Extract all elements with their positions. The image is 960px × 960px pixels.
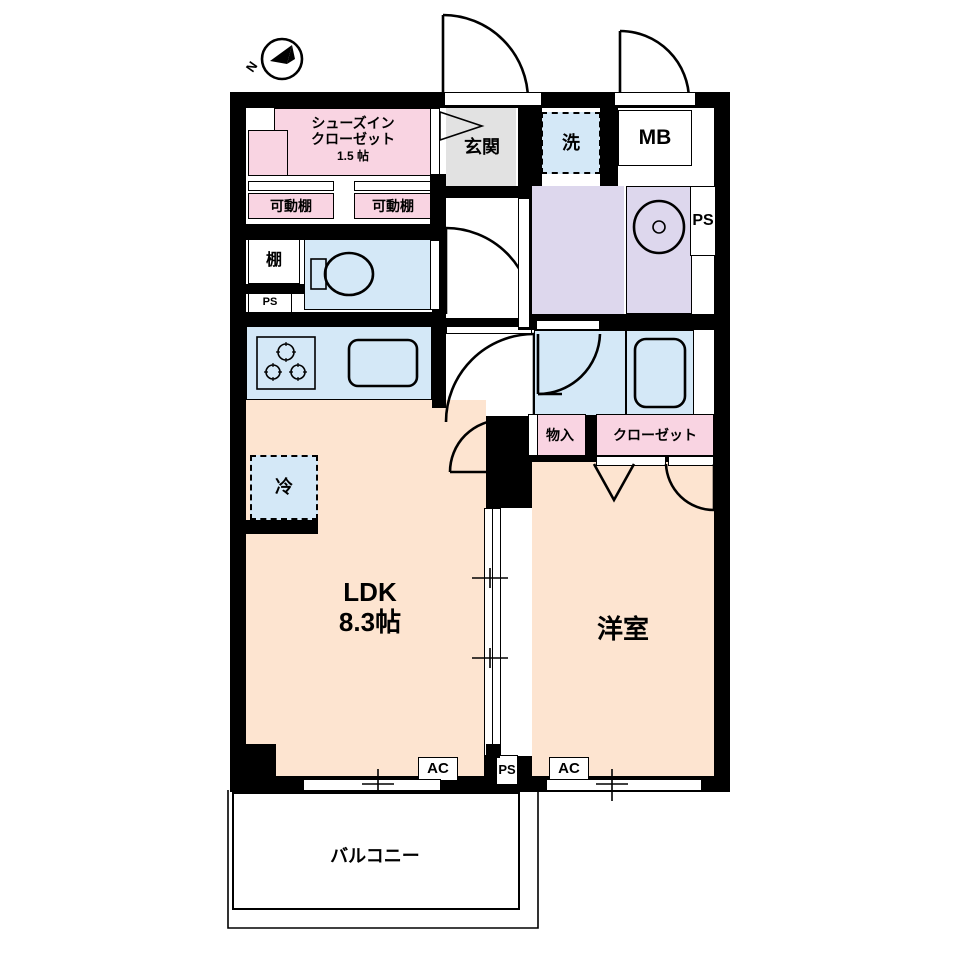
storage-shelf-1: 可動棚 — [248, 193, 334, 219]
storage-shelf-2-label: 可動棚 — [372, 197, 414, 214]
fixture-ac-left-label: AC — [427, 760, 449, 778]
balcony-outer-edge — [227, 790, 539, 929]
fixture-meter-box-label: MB — [638, 125, 672, 149]
kitchen-sink-icon — [347, 338, 419, 388]
window-ldk — [303, 779, 441, 791]
room-bedroom-fill — [532, 462, 714, 776]
wall-kitchen-top — [246, 312, 446, 326]
kitchen-stove-icon — [256, 336, 316, 390]
wall-genkan-bottom — [446, 186, 532, 198]
entry-door-opening-left[interactable] — [444, 92, 542, 106]
wall-kitchen-counter-end — [230, 520, 318, 534]
fixture-ps-right-label: PS — [692, 211, 714, 229]
toilet-fixture-icon — [310, 251, 375, 297]
wall-washroom-top2 — [600, 108, 618, 186]
toilet-door-panel[interactable] — [430, 240, 440, 310]
shelf-rail-2 — [354, 181, 432, 191]
genkan-step-arrow-icon — [439, 110, 485, 142]
fixture-ac-right: AC — [549, 757, 589, 781]
wall-toilet-top — [246, 224, 446, 240]
window-bedroom — [546, 779, 702, 791]
wall-ldk-right-stub — [486, 744, 500, 758]
storage-tana: 棚 — [248, 238, 300, 284]
washroom-sliding-door[interactable] — [518, 198, 530, 328]
fixture-ps-left: PS — [248, 291, 292, 313]
storage-tana-label: 棚 — [265, 251, 282, 269]
wall-right — [714, 92, 730, 792]
room-balcony — [232, 792, 520, 910]
wall-partition-top — [486, 474, 532, 508]
storage-closet-label: クローゼット — [613, 426, 697, 443]
wall-left — [230, 92, 246, 792]
room-label-ldk: LDK 8.3帖 — [300, 577, 440, 638]
fixture-washing-machine: 洗 — [541, 112, 601, 174]
storage-shoes-in-closet-joint — [272, 131, 280, 175]
storage-mono-ire-label: 物入 — [546, 426, 574, 443]
partition-mark-upper — [472, 568, 508, 588]
kitchen-counter — [246, 326, 432, 400]
sic-line2: クローゼット — [311, 131, 395, 148]
bathtub-icon — [633, 337, 687, 409]
sic-line1: シューズイン — [311, 115, 395, 131]
room-label-ldk-area: 8.3帖 — [338, 606, 402, 637]
room-label-balcony: バルコニー — [330, 846, 420, 866]
storage-closet: クローゼット — [596, 414, 714, 456]
window-bedroom-mullion — [596, 769, 628, 801]
room-washroom — [532, 186, 624, 314]
wall-ldk-lower-left-jog — [246, 744, 276, 776]
entry-door-swing-right — [618, 29, 691, 101]
closet-door-swing — [664, 463, 716, 512]
wall-toilet-left-block — [246, 284, 304, 294]
closet-door-rail-left[interactable] — [596, 456, 666, 466]
fixture-ac-left: AC — [418, 757, 458, 781]
partition-mark-lower — [472, 648, 508, 668]
bathroom-door-panel[interactable] — [536, 320, 600, 330]
room-genkan — [446, 108, 516, 186]
fixture-ac-right-label: AC — [558, 760, 580, 778]
storage-shoes-in-closet-notch — [248, 130, 288, 176]
storage-shelf-2: 可動棚 — [354, 193, 432, 219]
fixture-ps-right: PS — [690, 186, 716, 256]
fixture-washing-machine-label: 洗 — [562, 132, 580, 153]
fixture-refrigerator: 冷 — [250, 455, 318, 520]
fixture-meter-box: MB — [618, 110, 692, 166]
washbasin-icon — [632, 199, 686, 255]
compass-north-icon — [260, 37, 304, 81]
wall-sic-right — [430, 174, 446, 226]
mb-door-opening[interactable] — [614, 92, 696, 106]
fixture-ps-bottom-label: PS — [498, 761, 516, 777]
fixture-refrigerator-label: 冷 — [275, 477, 293, 498]
storage-shoes-in-closet-main — [274, 108, 432, 176]
room-label-ldk-name: LDK — [343, 577, 397, 607]
vanity-counter — [626, 186, 692, 314]
storage-shoes-in-closet-label: シューズイン クローゼット 1.5 帖 — [272, 115, 434, 164]
entry-door-swing-left — [441, 13, 530, 101]
wall-washroom-top — [532, 108, 542, 186]
washroom-sliding-door-dash — [525, 112, 529, 198]
ldk-door-swing — [444, 332, 536, 423]
bathroom-door-swing — [536, 333, 602, 396]
mono-ire-fold-door — [592, 463, 636, 503]
storage-mono-ire: 物入 — [534, 414, 586, 456]
room-label-bedroom: 洋室 — [596, 614, 649, 644]
sic-area: 1.5 帖 — [336, 149, 370, 164]
fixture-ps-left-label: PS — [262, 295, 278, 308]
shelf-rail-1 — [248, 181, 334, 191]
sliding-partition-panel-b[interactable] — [492, 508, 501, 756]
storage-shelf-1-label: 可動棚 — [270, 197, 312, 214]
room-label-genkan: 玄関 — [464, 137, 500, 157]
hallway — [446, 198, 530, 318]
wall-kitchen-right — [432, 318, 446, 408]
closet-door-rail-right[interactable] — [668, 456, 714, 466]
ldk-door-panel[interactable] — [446, 326, 532, 334]
fixture-ps-bottom: PS — [496, 755, 518, 785]
mono-ire-door-rail[interactable] — [528, 414, 538, 456]
